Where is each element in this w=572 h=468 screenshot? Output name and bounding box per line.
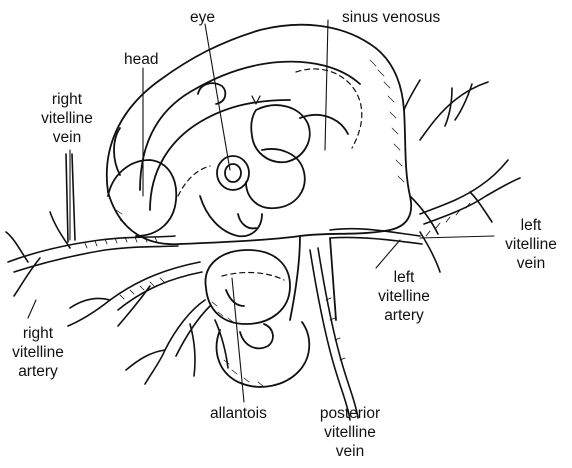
label-sinus-venosus-text: sinus venosus (342, 8, 440, 27)
label-right-vitelline-artery: right vitelline artery (2, 324, 74, 381)
label-right-vitelline-vein: right vitelline vein (32, 90, 102, 147)
label-line: vein (496, 254, 566, 273)
label-eye-text: eye (190, 8, 215, 27)
label-line: left (496, 216, 566, 235)
label-line: right (32, 90, 102, 109)
label-eye: eye (190, 8, 215, 27)
sinus-venosus-leader (325, 20, 328, 150)
label-line: vitelline (496, 235, 566, 254)
label-line: vitelline (2, 343, 74, 362)
left-vitelline-vein-leader (420, 236, 494, 238)
label-line: vitelline (32, 109, 102, 128)
label-sinus-venosus: sinus venosus (342, 8, 440, 27)
label-line: vitelline (300, 423, 400, 442)
label-allantois: allantois (210, 404, 267, 423)
label-head-text: head (124, 50, 158, 69)
label-head: head (124, 50, 158, 69)
label-left-vitelline-vein: left vitelline vein (496, 216, 566, 273)
label-line: artery (2, 362, 74, 381)
label-left-vitelline-artery: left vitelline artery (364, 268, 444, 325)
allantois-shape (205, 250, 309, 387)
left-vitelline-artery-leader (376, 240, 400, 268)
label-line: vein (300, 442, 400, 461)
label-allantois-text: allantois (210, 404, 267, 423)
label-line: posterior (300, 404, 400, 423)
label-line: artery (364, 306, 444, 325)
posterior-vitelline-vein (310, 248, 358, 420)
left-vitelline-vessels (330, 80, 520, 272)
label-posterior-vitelline-vein: posterior vitelline vein (300, 404, 400, 461)
label-line: right (2, 324, 74, 343)
label-line: vein (32, 128, 102, 147)
label-line: left (364, 268, 444, 287)
allantois-leader (232, 278, 244, 402)
right-vitelline-artery-leader (28, 300, 36, 318)
label-line: vitelline (364, 287, 444, 306)
